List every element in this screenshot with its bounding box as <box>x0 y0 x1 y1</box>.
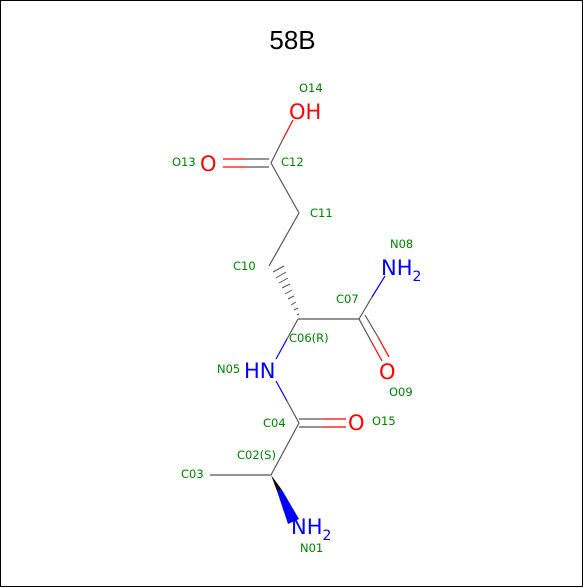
label-c04: C04 <box>263 416 286 430</box>
bond-c12-o14-red <box>282 119 294 140</box>
label-c12: C12 <box>281 155 304 169</box>
bond-c04-c02 <box>270 422 300 476</box>
bond-c12-o14 <box>270 138 284 164</box>
label-o15: O15 <box>372 414 396 428</box>
label-c02: C02(S) <box>237 448 276 462</box>
label-o09: O09 <box>389 385 413 399</box>
atom-nh2-top: NH2 <box>381 256 421 285</box>
label-n08: N08 <box>390 237 413 251</box>
solid-wedge-c02-n01-blue <box>277 490 299 524</box>
bond-c07-n08 <box>358 296 373 320</box>
bond-c07-o09-b <box>364 314 379 338</box>
label-o13: O13 <box>172 155 196 169</box>
atom-o09: O <box>379 360 396 384</box>
atom-o13: O <box>200 152 217 176</box>
atom-nh2-bottom: NH2 <box>291 515 331 544</box>
bond-c11-c10 <box>268 212 300 267</box>
bond-c07-o09-a-red <box>370 340 383 362</box>
solid-wedge-c02-n01-dark <box>271 475 282 491</box>
atom-symbols: OH O NH2 O HN O NH2 <box>200 100 421 544</box>
label-c07: C07 <box>336 292 359 306</box>
label-o14: O14 <box>299 81 323 95</box>
bond-c07-n08-blue <box>371 275 386 298</box>
bond-c07-o09-a <box>358 318 372 342</box>
label-c11: C11 <box>310 206 333 220</box>
bond-c07-o09-b-red <box>377 336 390 358</box>
label-n01: N01 <box>300 541 323 555</box>
atom-o15: O <box>348 411 365 435</box>
label-n05: N05 <box>217 362 240 376</box>
molecule-title: 58B <box>269 25 316 55</box>
label-c06: C06(R) <box>289 331 329 345</box>
hashed-wedge-c06-c10 <box>272 265 300 316</box>
label-c03: C03 <box>181 467 204 481</box>
bond-c12-c11 <box>270 162 300 214</box>
bond-c06-n05 <box>286 318 299 340</box>
atom-labels: O14 O13 C12 C11 N08 C10 C07 C06(R) N05 O… <box>172 81 413 555</box>
bond-c06-n05-blue <box>275 338 288 360</box>
bond-n05-c04 <box>286 400 300 424</box>
bond-n05-c04-blue <box>275 380 288 402</box>
atom-hn: HN <box>244 359 276 383</box>
atom-oh: OH <box>289 100 321 124</box>
bonds <box>210 119 390 476</box>
label-c10: C10 <box>233 259 256 273</box>
